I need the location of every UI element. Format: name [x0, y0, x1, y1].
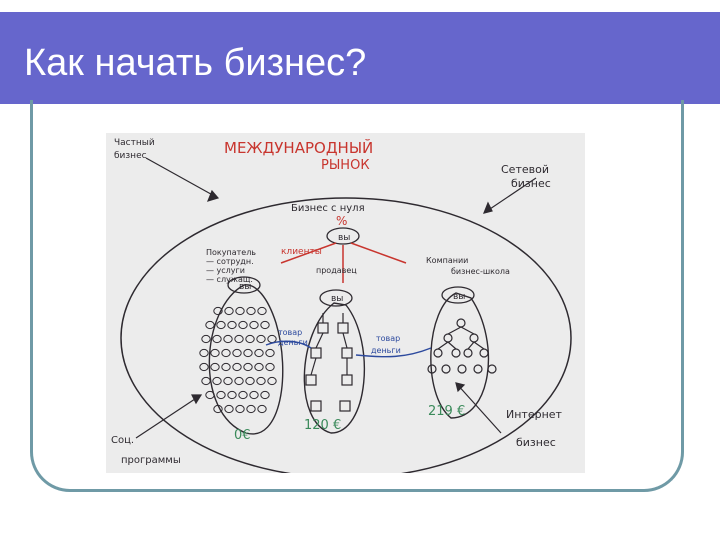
amount-right: 219 € [428, 404, 465, 419]
person-circle [243, 348, 253, 358]
percent-sign: % [336, 214, 347, 228]
zone-right [430, 292, 490, 419]
person-circle [205, 390, 215, 400]
business-sketch-photo: Частный бизнес Сетевой бизнес Бизнес с н… [106, 133, 585, 473]
person-circle [212, 334, 222, 344]
person-circle [265, 348, 275, 358]
label-you-mid: вы [331, 294, 343, 304]
person-circle [216, 320, 226, 330]
slide-title-bar: Как начать бизнес? [0, 12, 720, 108]
heading-international: МЕЖДУНАРОДНЫЙ [224, 138, 373, 157]
label-business-from-zero: Бизнес с нуля [291, 203, 365, 214]
arrow-left-labels: товар деньги [278, 328, 308, 347]
person-circle [245, 334, 255, 344]
person-circle [254, 362, 264, 372]
title-underline [0, 106, 636, 108]
person-circle [201, 376, 211, 386]
person-circle [221, 348, 231, 358]
person-circle [232, 362, 242, 372]
zone-left [208, 284, 284, 435]
you-oval-top [326, 227, 360, 245]
person-circle [224, 306, 234, 316]
sketch-drawing: Частный бизнес Сетевой бизнес Бизнес с н… [111, 138, 572, 473]
person-circle [234, 334, 244, 344]
person-circle [260, 320, 270, 330]
left-zone-people [199, 306, 277, 414]
person-circle [256, 376, 266, 386]
label-you-top: вы [338, 233, 350, 243]
slide-title: Как начать бизнес? [24, 42, 367, 84]
person-circle [265, 362, 275, 372]
person-circle [199, 362, 209, 372]
corner-label-internet: Интернет бизнес [506, 408, 565, 449]
right-zone-network [427, 318, 497, 374]
corner-label-social: Соц. программы [111, 435, 181, 466]
market-boundary [120, 197, 572, 473]
person-circle [223, 334, 233, 344]
person-circle [235, 404, 245, 414]
person-circle [238, 390, 248, 400]
person-circle [205, 320, 215, 330]
person-circle [249, 320, 259, 330]
person-circle [210, 362, 220, 372]
arrow-right-labels: товар деньги [371, 334, 403, 355]
middle-zone-boxes [305, 313, 353, 412]
person-circle [267, 334, 277, 344]
person-circle [199, 348, 209, 358]
person-circle [212, 376, 222, 386]
slide-content-frame [30, 100, 684, 492]
money-flow-arrows [265, 340, 432, 358]
person-circle [210, 348, 220, 358]
person-circle [267, 376, 277, 386]
right-labels: Компании бизнес-школа [426, 256, 510, 276]
person-circle [216, 390, 226, 400]
label-seller: продавец [316, 266, 357, 275]
person-circle [238, 320, 248, 330]
amount-left: 0€ [234, 428, 251, 443]
person-circle [201, 334, 211, 344]
person-circle [213, 404, 223, 414]
person-circle [227, 320, 237, 330]
you-oval-left [227, 276, 261, 294]
amount-mid: 120 € [304, 418, 341, 433]
person-circle [232, 348, 242, 358]
person-circle [260, 390, 270, 400]
person-circle [223, 376, 233, 386]
person-circle [213, 306, 223, 316]
person-circle [235, 306, 245, 316]
person-circle [254, 348, 264, 358]
left-list: Покупатель — сотрудн. — услуги — служащ. [206, 248, 259, 284]
person-circle [224, 404, 234, 414]
label-you-right: вы [453, 292, 465, 302]
corner-label-private: Частный бизнес [114, 138, 158, 161]
person-circle [257, 306, 267, 316]
person-circle [243, 362, 253, 372]
person-circle [245, 376, 255, 386]
person-circle [246, 404, 256, 414]
person-circle [227, 390, 237, 400]
label-clients: клиенты [281, 247, 322, 257]
person-circle [249, 390, 259, 400]
person-circle [221, 362, 231, 372]
red-links [280, 242, 407, 283]
you-oval-right [441, 286, 475, 304]
label-you-left: вы [239, 282, 251, 292]
heading-market: РЫНОК [321, 158, 370, 173]
person-circle [257, 404, 267, 414]
corner-label-network: Сетевой бизнес [501, 163, 553, 190]
corner-arrows [135, 157, 537, 439]
person-circle [256, 334, 266, 344]
person-circle [246, 306, 256, 316]
you-oval-mid [319, 289, 353, 307]
person-circle [234, 376, 244, 386]
